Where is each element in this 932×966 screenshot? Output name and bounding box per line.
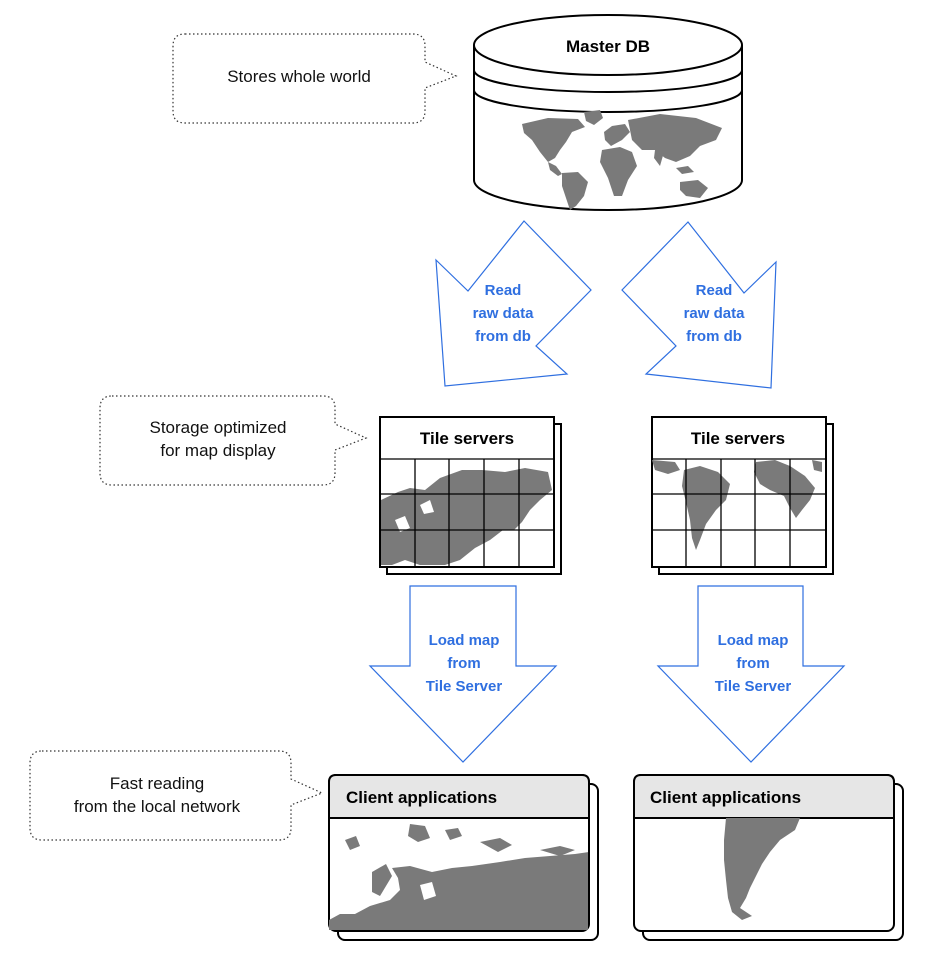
load-arrow-right-line3: Tile Server: [715, 678, 792, 695]
client-app-right-title: Client applications: [650, 788, 801, 807]
callout-tiles-line1: Storage optimized: [149, 418, 286, 437]
load-arrow-left-line2: from: [447, 655, 480, 672]
master-db-cylinder: Master DB: [473, 14, 743, 211]
tile-grid-left: [381, 458, 553, 566]
load-arrow-left: Load map from Tile Server: [368, 585, 558, 763]
client-app-left: Client applications: [328, 774, 599, 941]
master-db-title: Master DB: [566, 37, 650, 56]
client-app-left-title: Client applications: [346, 788, 497, 807]
read-arrow-right-line3: from db: [686, 328, 742, 345]
tile-server-right: Tile servers: [651, 416, 834, 575]
tile-grid-right: [652, 458, 825, 566]
callout-master-db: Stores whole world: [172, 33, 458, 124]
client-map-russia: [329, 824, 588, 930]
read-arrow-left: Read raw data from db: [435, 220, 592, 387]
load-arrow-right: Load map from Tile Server: [656, 585, 846, 763]
tile-server-left: Tile servers: [379, 416, 562, 575]
client-app-right: Client applications: [633, 774, 904, 941]
read-arrow-right-line1: Read: [696, 282, 733, 299]
read-arrow-left-line2: raw data: [473, 305, 535, 322]
callout-clients-line1: Fast reading: [110, 774, 205, 793]
world-map-image: [522, 110, 722, 210]
load-arrow-left-line1: Load map: [429, 632, 500, 649]
tile-map-eurasia: [381, 468, 552, 565]
tile-server-left-title: Tile servers: [420, 429, 514, 448]
client-map-south-america: [724, 818, 800, 920]
read-arrow-left-line1: Read: [485, 282, 522, 299]
tile-map-south-america-africa: [652, 460, 822, 550]
load-arrow-right-line2: from: [736, 655, 769, 672]
load-arrow-left-line3: Tile Server: [426, 678, 503, 695]
tile-server-right-title: Tile servers: [691, 429, 785, 448]
read-arrow-right-line2: raw data: [684, 305, 746, 322]
load-arrow-right-line1: Load map: [718, 632, 789, 649]
read-arrow-right: Read raw data from db: [621, 221, 777, 389]
callout-master-text: Stores whole world: [227, 67, 371, 86]
callout-clients: Fast reading from the local network: [29, 750, 324, 841]
callout-tile-servers: Storage optimized for map display: [99, 395, 368, 486]
callout-clients-line2: from the local network: [74, 797, 241, 816]
callout-tiles-line2: for map display: [160, 441, 276, 460]
read-arrow-left-line3: from db: [475, 328, 531, 345]
